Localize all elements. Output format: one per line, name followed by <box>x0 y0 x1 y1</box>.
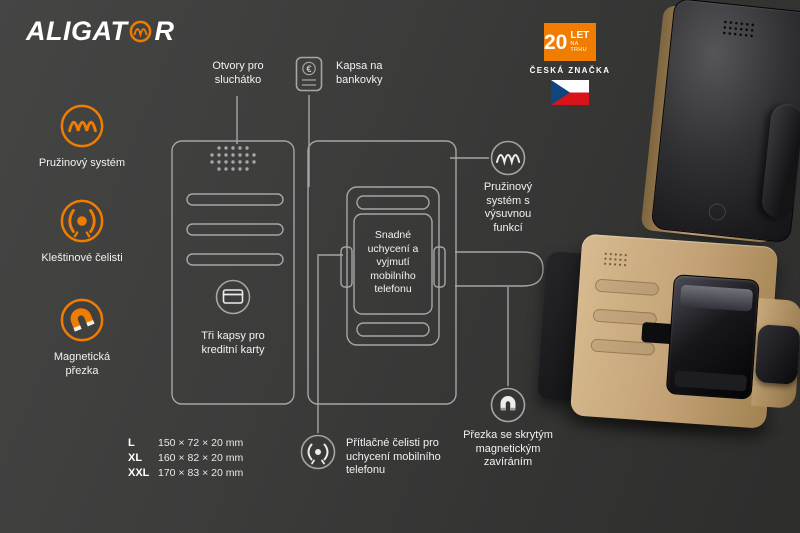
magnet-buckle-icon <box>490 387 526 423</box>
callout-magnetic-buckle: Přezka se skrytým magnetickým zavíráním <box>463 429 553 468</box>
banknote-pocket-icon: € <box>295 56 323 92</box>
flap-magnetic-tab <box>754 324 800 385</box>
badge-na-trhu: NA TRHU <box>570 41 587 53</box>
credit-card-icon <box>215 279 251 315</box>
size-row: XL 160 × 82 × 20 mm <box>128 450 243 465</box>
euro-symbol: € <box>306 64 311 74</box>
spring-icon <box>60 104 104 148</box>
callout-banknote-pocket: Kapsa na bankovky <box>336 60 383 86</box>
feature-collet-jaws: Kleštinové čelisti <box>37 198 127 266</box>
badge-years: 20 <box>544 30 568 54</box>
earpiece-holes <box>210 146 256 171</box>
badge-let: LET <box>570 30 590 41</box>
spring-function-icon <box>490 140 526 176</box>
size-table: L 150 × 72 × 20 mm XL 160 × 82 × 20 mm X… <box>128 435 243 480</box>
spring-o-icon <box>130 20 152 43</box>
callout-spring-system: Pružinový systém s výsuvnou funkcí <box>483 181 533 234</box>
feature-label: Kleštinové čelisti <box>41 252 123 264</box>
logo-text-pre: ALIGAT <box>26 16 128 46</box>
holder-base <box>674 370 748 392</box>
czech-flag <box>551 80 589 105</box>
size-value: 150 × 72 × 20 mm <box>158 436 244 449</box>
size-label: XL <box>128 451 143 464</box>
feature-label: Magnetická přezka <box>53 351 111 377</box>
pressure-jaws-icon <box>300 434 336 470</box>
size-label: XXL <box>128 466 150 479</box>
size-value: 170 × 83 × 20 mm <box>158 466 244 479</box>
feature-label: Pružinový systém <box>38 157 126 169</box>
callout-earpiece-holes: Otvory pro sluchátko <box>212 60 264 86</box>
size-row: L 150 × 72 × 20 mm <box>128 435 243 450</box>
case-earpiece-holes <box>721 19 756 40</box>
holder-sliding-clamp <box>679 284 754 312</box>
open-case-photo <box>535 223 800 445</box>
feature-magnetic-buckle: Magnetická přezka <box>37 297 127 378</box>
phone-holder <box>665 274 760 400</box>
feature-spring-system: Pružinový systém <box>37 103 127 171</box>
case-earpiece-holes <box>602 251 630 268</box>
size-label: L <box>128 436 135 449</box>
closed-case-photo <box>631 0 800 255</box>
ceska-znacka-label: ČESKÁ ZNAČKA <box>529 66 611 75</box>
size-value: 160 × 82 × 20 mm <box>158 451 244 464</box>
size-row: XXL 170 × 83 × 20 mm <box>128 465 243 480</box>
brand-logo: ALIGAT R <box>26 16 174 47</box>
magnet-icon <box>60 298 104 342</box>
callout-pressure-jaws: Přítlačné čelisti pro uchycení mobilního… <box>346 437 441 476</box>
callout-easy-mount: Snadné uchycení a vyjmutí mobilního tele… <box>367 229 419 295</box>
collet-jaws-icon <box>60 199 104 243</box>
logo-text-post: R <box>154 16 175 46</box>
badge-20-let: 20 LET NA TRHU <box>544 23 596 61</box>
callout-card-pockets: Tři kapsy pro kreditní karty <box>201 330 265 356</box>
